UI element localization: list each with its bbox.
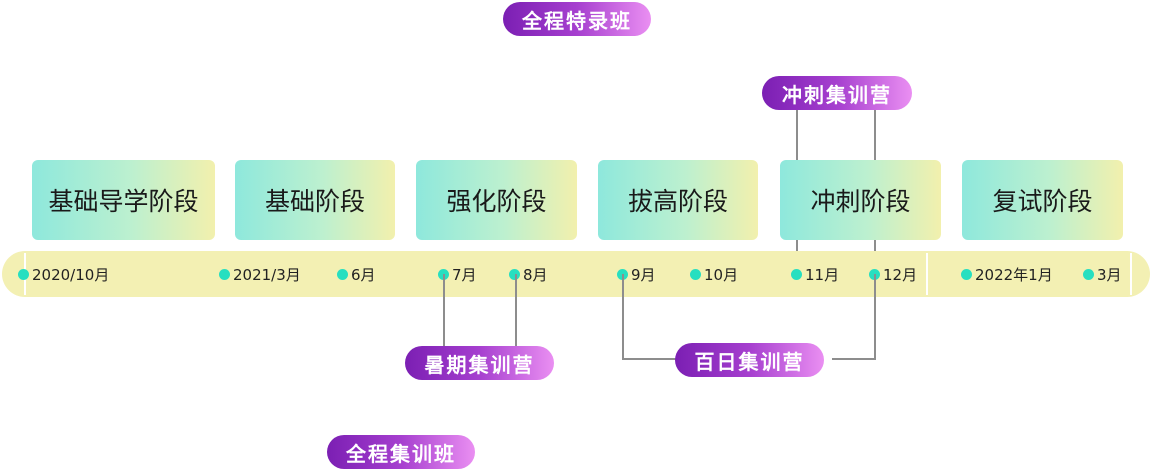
timeline-date: 6月 — [337, 262, 376, 286]
summer-camp-label: 暑期集训营 — [405, 346, 554, 380]
stage-foundation: 基础阶段 — [235, 160, 395, 240]
timeline-date: 2022年1月 — [961, 262, 1053, 286]
timeline-date: 2020/10月 — [18, 262, 109, 286]
timeline-dot — [961, 268, 972, 280]
timeline-dot — [18, 268, 29, 280]
summer-camp-connector-right — [515, 274, 517, 348]
sprint-camp-label: 冲刺集训营 — [762, 76, 912, 110]
full-camp-class-label: 全程集训班 — [327, 435, 475, 469]
timeline-date: 8月 — [509, 262, 548, 286]
timeline-dot — [791, 268, 802, 280]
timeline-dot — [1083, 268, 1094, 280]
timeline-date: 12月 — [869, 262, 917, 286]
stage-sprint: 冲刺阶段 — [780, 160, 941, 240]
timeline-dot — [337, 268, 348, 280]
hundred-day-connector-right-h — [832, 358, 876, 360]
timeline-dot — [509, 268, 520, 280]
timeline-date: 10月 — [690, 262, 738, 286]
summer-camp-connector-left — [443, 274, 445, 348]
hundred-day-connector-right — [874, 274, 876, 360]
timeline-dot — [219, 268, 230, 280]
hundred-day-connector-left — [622, 274, 624, 360]
stage-intensive: 强化阶段 — [416, 160, 577, 240]
hundred-day-connector-left-h — [622, 358, 678, 360]
stage-foundation-intro: 基础导学阶段 — [32, 160, 215, 240]
timeline-date: 2021/3月 — [219, 262, 301, 286]
sprint-camp-connector-left-top — [796, 110, 798, 160]
timeline-date: 11月 — [791, 262, 839, 286]
sprint-camp-connector-right-top — [874, 110, 876, 160]
timeline-dot — [690, 268, 701, 280]
stage-retest: 复试阶段 — [962, 160, 1123, 240]
timeline-divider — [1130, 253, 1132, 295]
full-special-class-label: 全程特录班 — [503, 2, 651, 36]
hundred-day-camp-label: 百日集训营 — [675, 343, 824, 377]
timeline-bar — [2, 251, 1150, 297]
timeline-divider — [926, 253, 928, 295]
timeline-date: 3月 — [1083, 262, 1122, 286]
stage-advanced: 拔高阶段 — [598, 160, 758, 240]
